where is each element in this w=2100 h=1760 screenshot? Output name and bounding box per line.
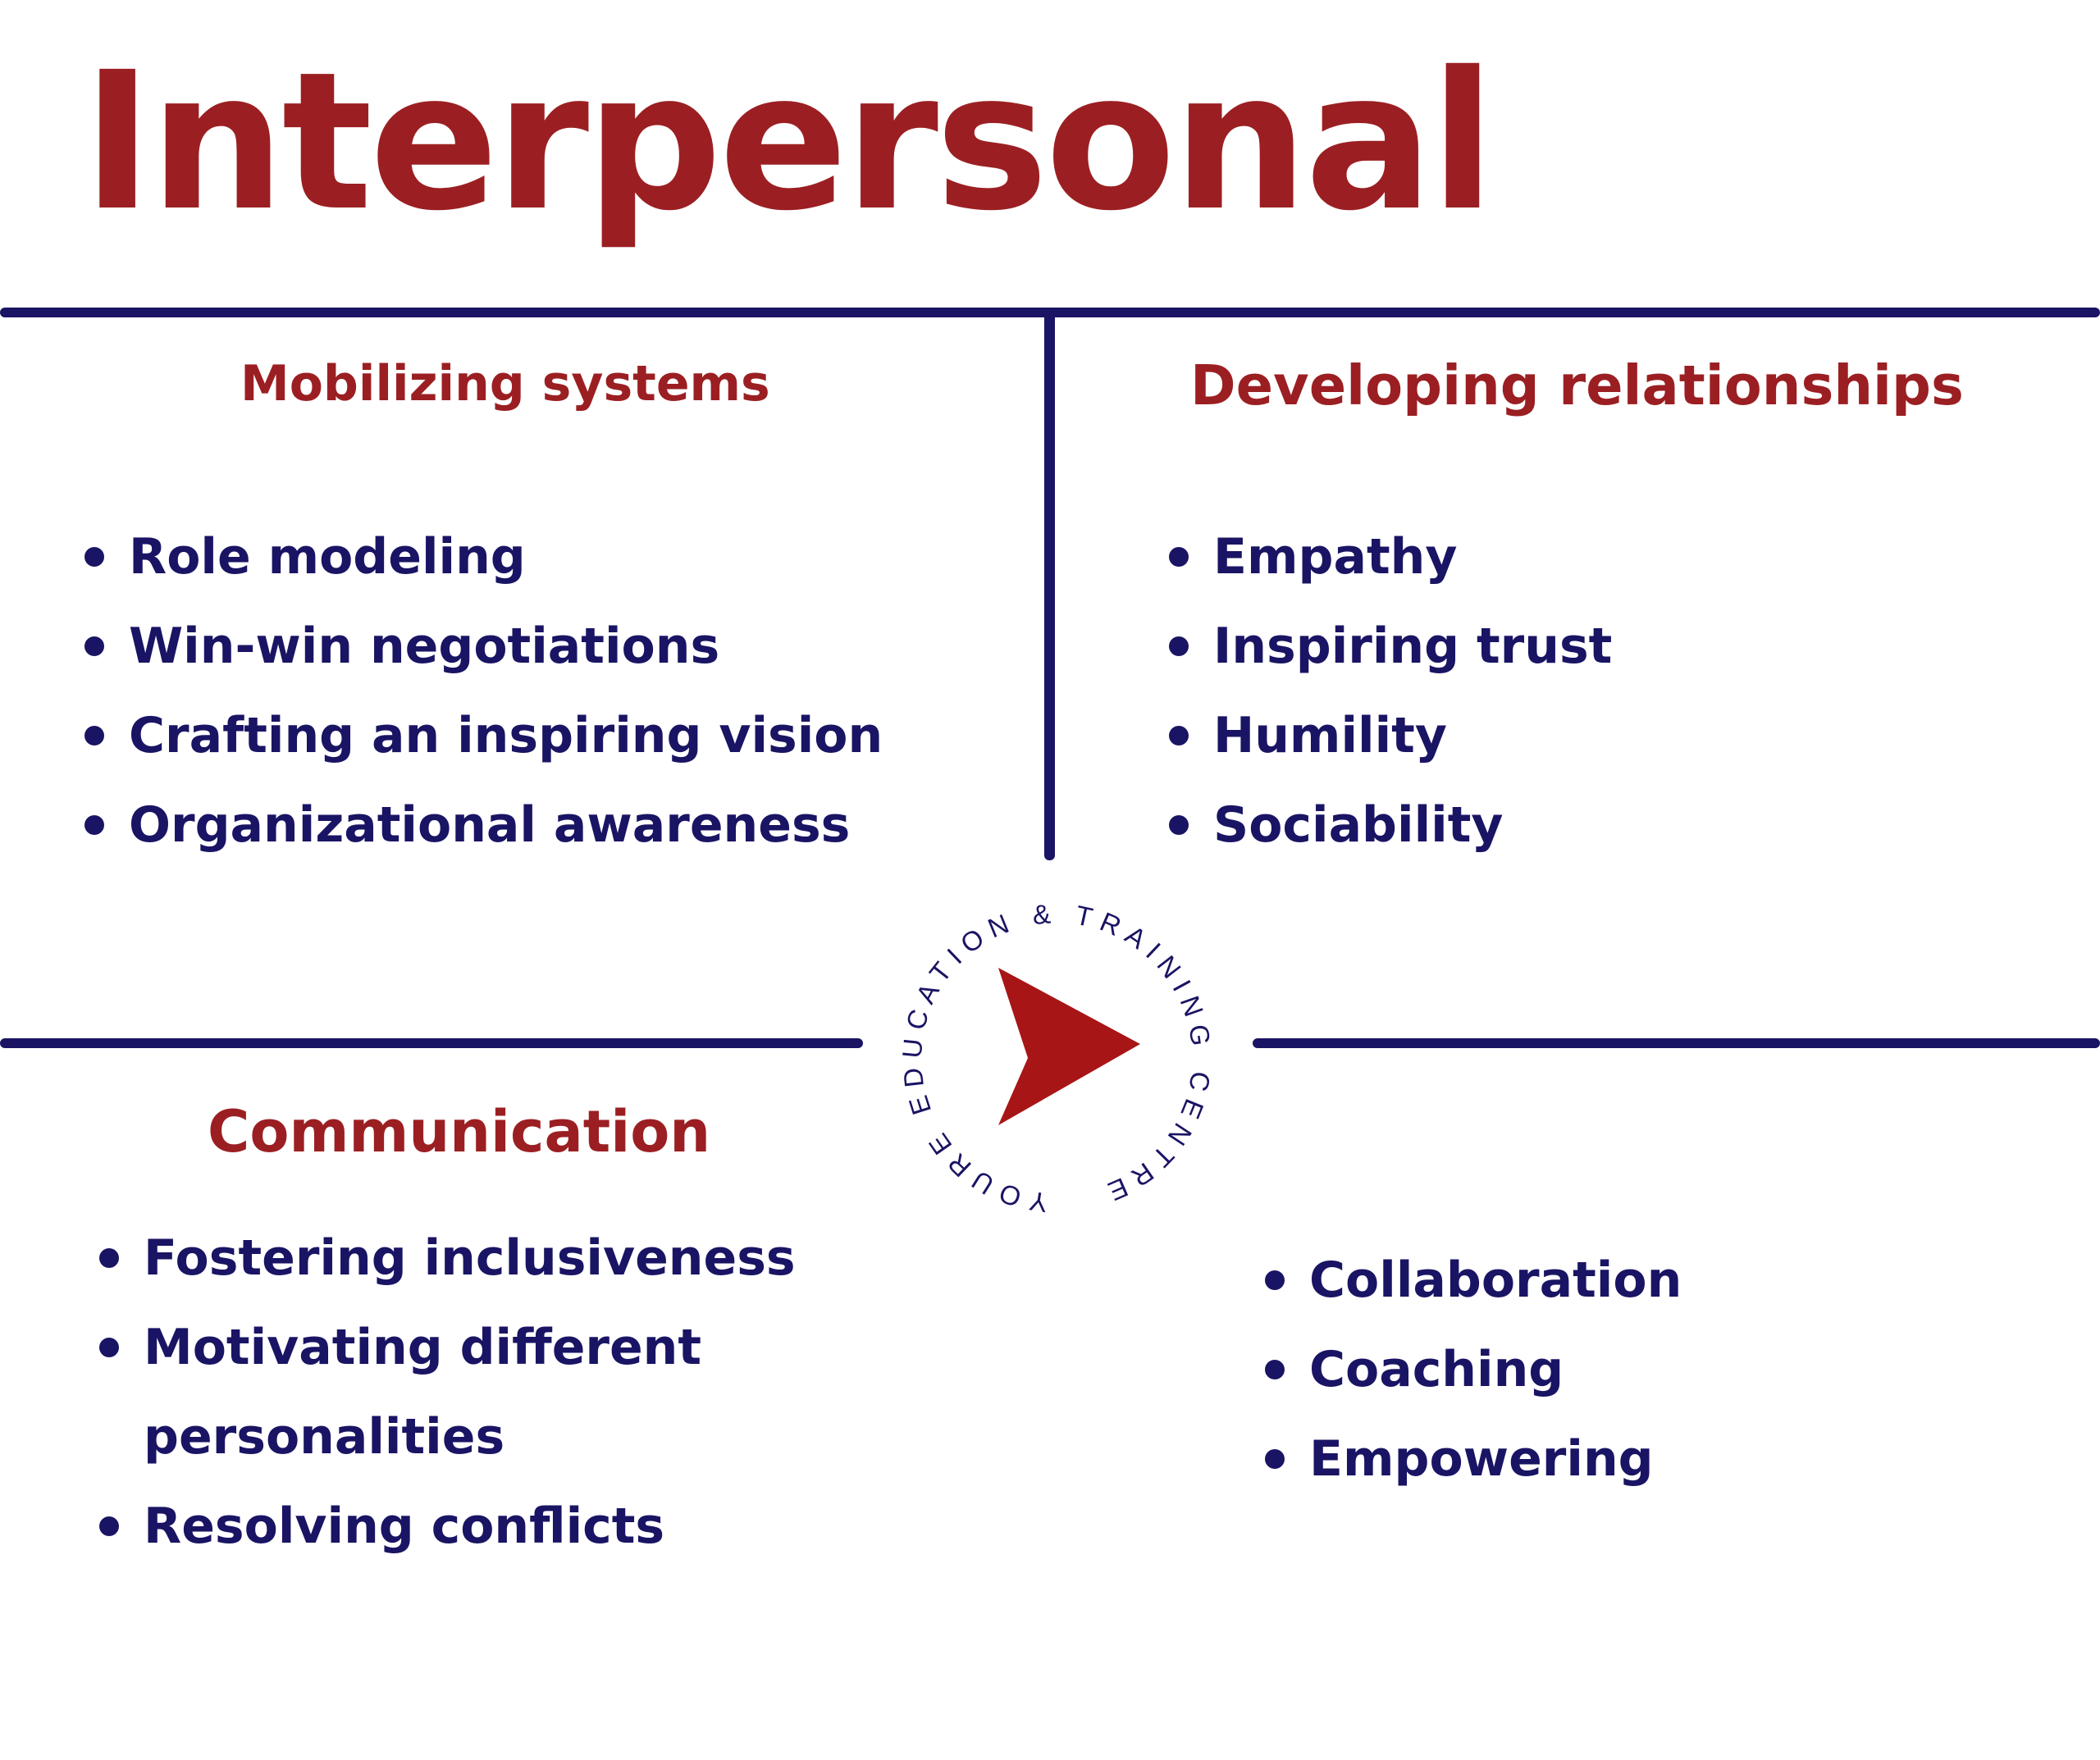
list-item: Coaching xyxy=(1265,1325,1682,1415)
bullet-icon xyxy=(1265,1270,1285,1290)
list-item-label: Fostering inclusiveness xyxy=(144,1229,796,1287)
skills-list: Role modeling Win-win negotiations Craft… xyxy=(84,513,883,870)
bullet-icon xyxy=(99,1516,119,1536)
list-item-label: Role modeling xyxy=(129,528,526,586)
bullet-icon xyxy=(99,1248,119,1268)
list-item: Crafting an inspiring vision xyxy=(84,691,883,781)
list-item-label: Empowering xyxy=(1309,1430,1654,1488)
list-item-label: Motivating different xyxy=(144,1319,702,1376)
bullet-icon xyxy=(1265,1360,1285,1379)
bullet-icon xyxy=(84,815,104,835)
list-item-label: Collaboration xyxy=(1309,1252,1682,1309)
bullet-icon xyxy=(1169,547,1189,567)
skills-list: Empathy Inspiring trust Humility Sociabi… xyxy=(1169,513,1613,870)
list-item-label: Crafting an inspiring vision xyxy=(129,707,883,764)
bullet-icon xyxy=(1265,1449,1285,1469)
training-centre-logo: YOURE EDUCATION & TRAINING CENTRE xyxy=(897,898,1210,1219)
red-arrow-pointer-icon xyxy=(998,968,1140,1125)
page-title: Interpersonal xyxy=(82,31,1495,253)
list-item: Sociability xyxy=(1169,781,1612,870)
middle-horizontal-divider-left xyxy=(0,1038,863,1048)
list-item: Humility xyxy=(1169,691,1612,781)
skills-list: Fostering inclusiveness Motivating diffe… xyxy=(99,1214,796,1571)
bullet-icon xyxy=(1169,636,1189,656)
list-item-label: Coaching xyxy=(1309,1341,1564,1398)
middle-horizontal-divider-right xyxy=(1253,1038,2100,1048)
list-item: Organizational awareness xyxy=(84,781,883,870)
bullet-icon xyxy=(1169,815,1189,835)
list-item: Inspiring trust xyxy=(1169,602,1613,691)
list-item-label: personalities xyxy=(144,1408,505,1466)
bullet-icon xyxy=(84,726,104,745)
quadrant-heading: Mobilizing systems xyxy=(240,355,770,413)
bullet-icon xyxy=(1169,726,1189,745)
list-item-label: Organizational awareness xyxy=(129,796,851,854)
vertical-divider xyxy=(1044,312,1055,860)
list-item: Win-win negotiations xyxy=(84,602,883,691)
list-item: Collaboration xyxy=(1265,1236,1682,1325)
bullet-icon xyxy=(84,636,104,656)
list-item-label: Sociability xyxy=(1213,796,1504,854)
bullet-icon xyxy=(84,547,104,567)
list-item: Empathy xyxy=(1169,513,1612,602)
quadrant-heading: Communication xyxy=(208,1098,711,1165)
bullet-icon xyxy=(99,1338,119,1357)
list-item: Role modeling xyxy=(84,513,883,602)
list-item-label: Humility xyxy=(1213,707,1447,764)
list-item-continuation: personalities xyxy=(144,1393,796,1482)
list-item-label: Resolving conflicts xyxy=(144,1498,665,1555)
list-item-label: Empathy xyxy=(1213,528,1458,586)
list-item-label: Inspiring trust xyxy=(1213,618,1613,675)
list-item: Fostering inclusiveness xyxy=(99,1214,796,1303)
skills-list: Collaboration Coaching Empowering xyxy=(1265,1236,1682,1504)
list-item: Resolving conflicts xyxy=(99,1482,796,1571)
quadrant-heading: Developing relationships xyxy=(1190,353,1964,417)
list-item: Empowering xyxy=(1265,1415,1682,1504)
list-item-label: Win-win negotiations xyxy=(129,618,720,675)
list-item: Motivating different xyxy=(99,1303,796,1393)
